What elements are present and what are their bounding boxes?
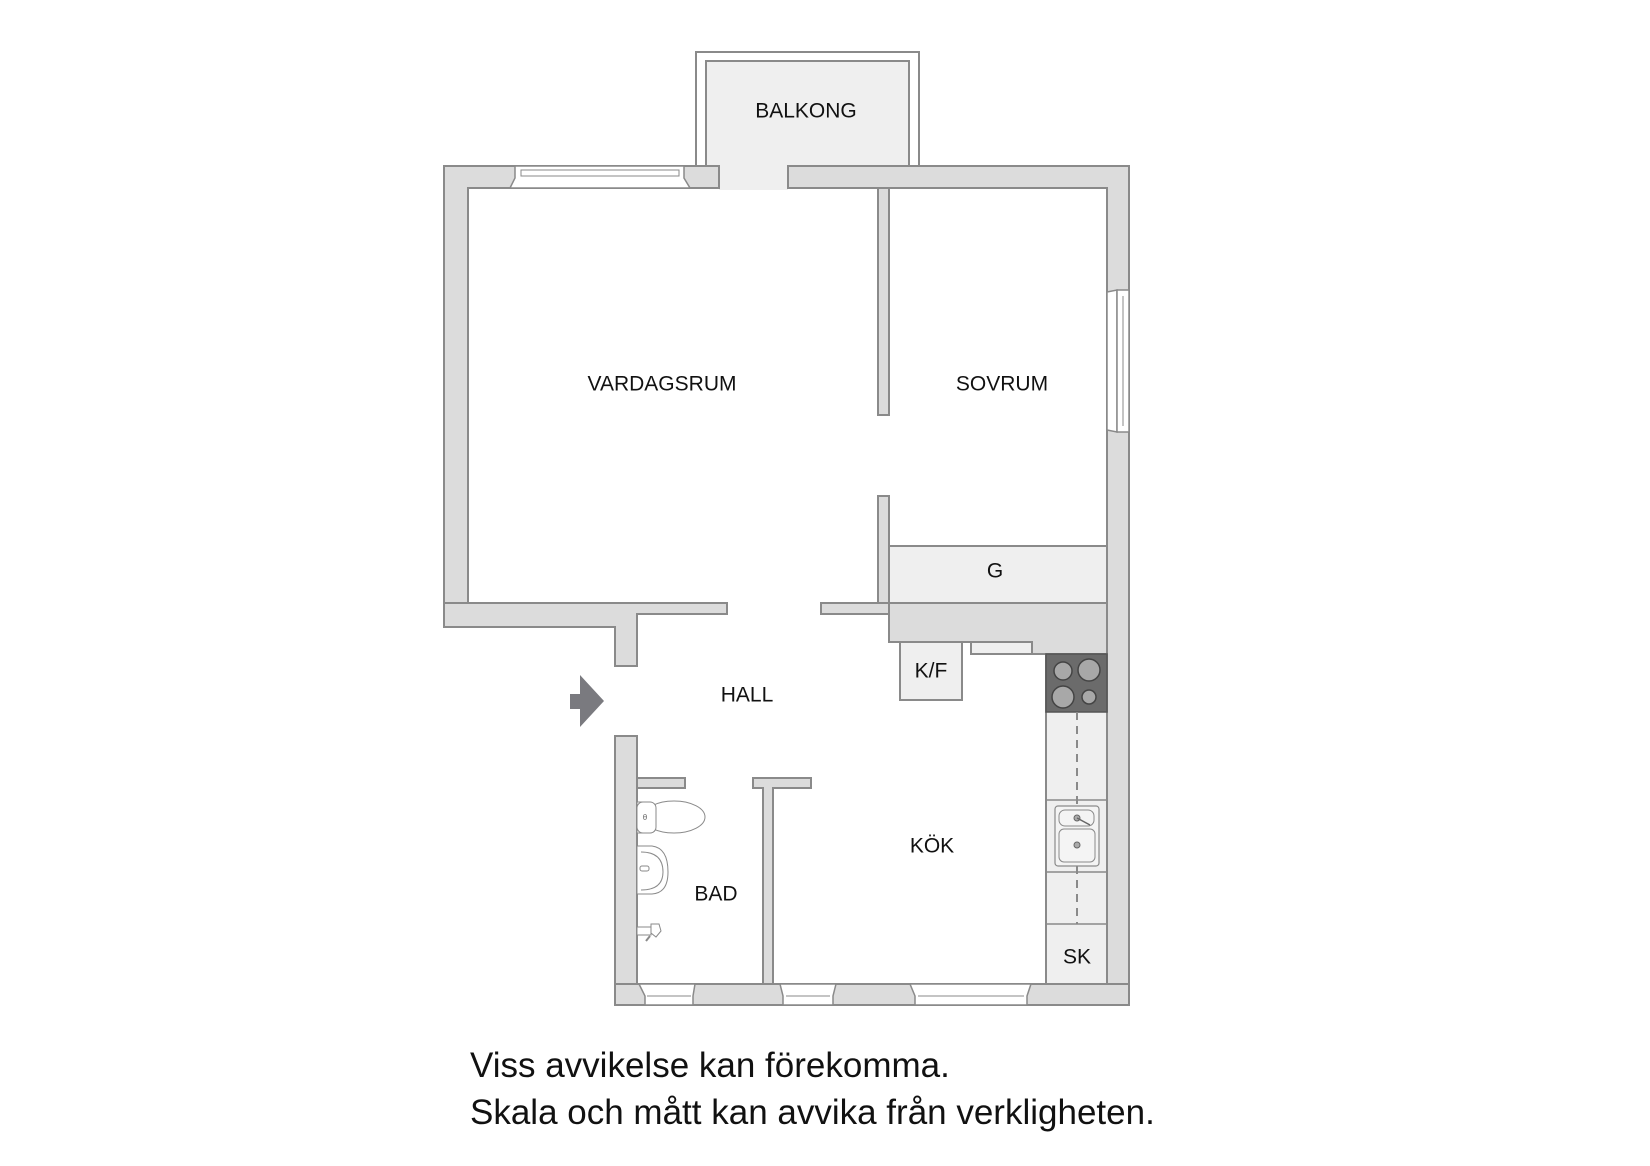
toilet: θ: [636, 800, 706, 834]
kitchen-counter: [1045, 653, 1108, 985]
disclaimer-line-1: Viss avvikelse kan förekomma.: [470, 1046, 950, 1085]
sink: [1054, 805, 1100, 867]
kitchen-shelf: [970, 641, 1033, 655]
wardrobe: [888, 545, 1108, 604]
entry-arrow-icon: [570, 675, 604, 727]
shower-tap: [636, 923, 662, 942]
fridge-freezer: [899, 641, 963, 701]
svg-text:θ: θ: [643, 813, 648, 822]
room-label-vardagsrum: VARDAGSRUM: [588, 373, 737, 396]
room-label-kok: KÖK: [910, 835, 954, 858]
room-label-hall: HALL: [721, 684, 774, 707]
disclaimer-line-2: Skala och mått kan avvika från verklighe…: [470, 1093, 1155, 1132]
room-label-sk: SK: [1063, 946, 1091, 969]
windows: [508, 165, 1130, 1006]
room-label-garderob: G: [987, 560, 1003, 583]
room-label-kf: K/F: [915, 660, 948, 683]
room-label-bad: BAD: [694, 883, 737, 906]
room-label-balkong: BALKONG: [755, 100, 857, 123]
room-label-sovrum: SOVRUM: [956, 373, 1048, 396]
washbasin: [636, 845, 669, 895]
